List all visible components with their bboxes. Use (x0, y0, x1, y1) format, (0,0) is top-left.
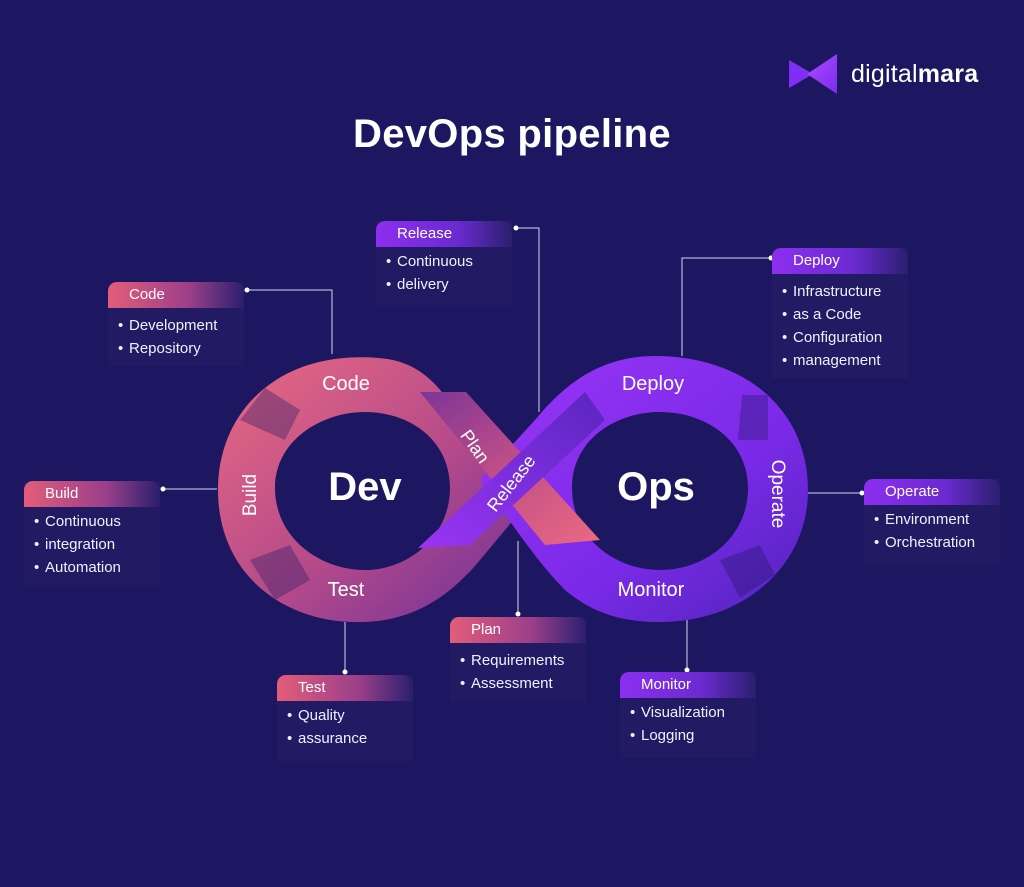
info-box-release-title: Release (376, 221, 512, 247)
list-item: Quality (287, 704, 403, 727)
list-item: Orchestration (874, 531, 990, 554)
info-box-deploy: Deploy Infrastructure as a Code Configur… (772, 248, 908, 378)
list-item: management (782, 349, 898, 372)
list-item: Repository (118, 337, 234, 360)
info-box-monitor: Monitor Visualization Logging (620, 672, 756, 758)
ops-label: Ops (617, 465, 695, 509)
info-box-test: Test Quality assurance (277, 675, 413, 761)
connector-dot (515, 611, 521, 617)
info-box-operate-title: Operate (864, 479, 1000, 505)
info-box-test-list: Quality assurance (277, 701, 413, 758)
info-box-release-list: Continuous delivery (376, 247, 512, 304)
connector-release (516, 227, 540, 412)
list-item: Continuous (386, 250, 502, 273)
info-box-test-title: Test (277, 675, 413, 701)
connector-dot (859, 490, 865, 496)
info-box-plan-title: Plan (450, 617, 586, 643)
list-item: Development (118, 314, 234, 337)
info-box-operate: Operate Environment Orchestration (864, 479, 1000, 565)
info-box-build-list: Continuous integration Automation (24, 507, 160, 587)
brand-name-light: digital (851, 59, 918, 88)
list-item: Visualization (630, 701, 746, 724)
list-item: Environment (874, 508, 990, 531)
connector-dot (160, 486, 166, 492)
stage-label-code: Code (322, 373, 370, 395)
connector-deploy (681, 257, 771, 356)
info-box-release: Release Continuous delivery (376, 221, 512, 307)
info-box-code-title: Code (108, 282, 244, 308)
list-item: assurance (287, 727, 403, 750)
connector-lines (163, 227, 862, 672)
connector-dot (684, 667, 690, 673)
list-item: Continuous (34, 510, 150, 533)
brand-logo: digitalmara (787, 52, 978, 96)
connector-dot (342, 669, 348, 675)
digitalmara-logo-icon (789, 54, 837, 94)
list-item: Configuration (782, 326, 898, 349)
info-box-monitor-title: Monitor (620, 672, 756, 698)
info-box-plan-list: Requirements Assessment (450, 643, 586, 703)
page-title: DevOps pipeline (353, 112, 671, 156)
stage-label-deploy: Deploy (622, 373, 684, 395)
info-box-build-title: Build (24, 481, 160, 507)
list-item: Infrastructure (782, 280, 898, 303)
stage-label-test: Test (328, 579, 365, 601)
stage-label-build: Build (240, 474, 261, 516)
connector-dot (244, 287, 250, 293)
info-box-plan: Plan Requirements Assessment (450, 617, 586, 701)
stage-label-operate: Operate (767, 460, 788, 529)
info-box-code-list: Development Repository (108, 308, 244, 368)
brand-name: digitalmara (851, 60, 978, 89)
list-item: Assessment (460, 672, 576, 695)
dev-label: Dev (328, 465, 402, 509)
connector-dot (513, 225, 519, 231)
list-item: Requirements (460, 649, 576, 672)
list-item: integration (34, 533, 150, 556)
info-box-build: Build Continuous integration Automation (24, 481, 160, 587)
list-item: Automation (34, 556, 150, 579)
info-box-deploy-list: Infrastructure as a Code Configuration m… (772, 274, 908, 380)
segment-shading (240, 388, 775, 600)
info-box-operate-list: Environment Orchestration (864, 505, 1000, 562)
connector-code (247, 289, 333, 354)
list-item: Logging (630, 724, 746, 747)
info-box-monitor-list: Visualization Logging (620, 698, 756, 755)
release-band (418, 392, 605, 548)
info-box-deploy-title: Deploy (772, 248, 908, 274)
brand-name-bold: mara (917, 59, 979, 88)
info-box-code: Code Development Repository (108, 282, 244, 366)
list-item: delivery (386, 273, 502, 296)
list-item: as a Code (782, 303, 898, 326)
stage-label-monitor: Monitor (618, 579, 685, 601)
